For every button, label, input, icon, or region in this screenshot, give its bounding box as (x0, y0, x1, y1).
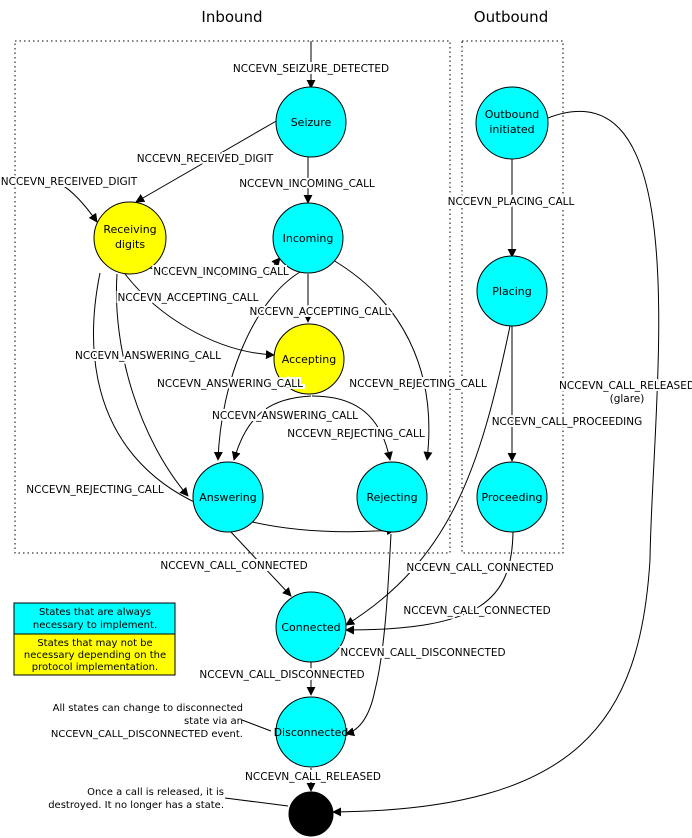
edge-released-note-pointer (224, 797, 289, 807)
label-accepting-call-1: NCCEVN_ACCEPTING_CALL (117, 292, 258, 304)
note-released-2: destroyed. It no longer has a state. (48, 800, 224, 811)
label-accepting-call-2: NCCEVN_ACCEPTING_CALL (249, 306, 390, 318)
state-seizure[interactable]: Seizure (275, 86, 347, 158)
edge-received-digit-self (59, 183, 98, 223)
label-incoming-call-2: NCCEVN_INCOMING_CALL (153, 266, 289, 278)
label-call-released-glare-2: (glare) (610, 393, 645, 405)
state-answering-label: Answering (199, 491, 257, 504)
state-proceeding-node (476, 461, 548, 533)
label-call-released: NCCEVN_CALL_RELEASED (245, 771, 381, 783)
edge-receiving-to-accepting (121, 269, 275, 360)
label-placing-call: NCCEVN_PLACING_CALL (448, 196, 575, 208)
state-receiving-digits[interactable]: Receiving digits (93, 201, 167, 275)
final-state-node (288, 791, 334, 837)
edge-receiving-to-answering (115, 273, 189, 497)
label-received-digit-1: NCCEVN_RECEIVED_DIGIT (137, 153, 274, 165)
outbound-title: Outbound (474, 8, 548, 26)
state-receiving-digits-label-2: digits (115, 238, 145, 251)
state-answering[interactable]: Answering (192, 461, 264, 533)
edge-disconnect-note-pointer (241, 719, 272, 732)
state-rejecting-node (356, 461, 428, 533)
label-call-disconnected-1: NCCEVN_CALL_DISCONNECTED (340, 647, 505, 659)
state-receiving-digits-label-1: Receiving (103, 223, 156, 236)
edge-seizure-to-receiving (135, 119, 279, 203)
inbound-title: Inbound (201, 8, 262, 26)
state-disconnected-node (275, 696, 347, 768)
edge-placing-to-connected (345, 325, 511, 626)
state-answering-node (192, 461, 264, 533)
edge-receiving-to-rejecting (93, 272, 396, 536)
legend-required-text-1: States that are always (39, 607, 151, 618)
label-answering-call-2: NCCEVN_ANSWERING_CALL (157, 378, 303, 390)
edge-proceeding-to-connected (345, 531, 514, 635)
note-disconnect-2: state via an (184, 716, 243, 727)
legend-optional-text-1: States that may not be (37, 638, 152, 649)
state-placing-node (476, 255, 548, 327)
label-rejecting-call-3: NCCEVN_REJECTING_CALL (26, 484, 164, 496)
state-placing[interactable]: Placing (476, 255, 548, 327)
legend-optional-text-3: protocol implementation. (32, 662, 158, 673)
state-placing-label: Placing (492, 285, 532, 298)
state-outbound-initiated-label-2: initiated (489, 123, 534, 136)
note-disconnect-3: NCCEVN_CALL_DISCONNECTED event. (51, 729, 243, 740)
state-incoming[interactable]: Incoming (272, 202, 344, 274)
state-seizure-label: Seizure (291, 116, 332, 129)
state-outbound-initiated[interactable]: Outbound initiated (475, 86, 549, 160)
label-call-disconnected-2: NCCEVN_CALL_DISCONNECTED (199, 669, 364, 681)
state-accepting[interactable]: Accepting (273, 323, 345, 395)
transitions (59, 41, 660, 817)
label-rejecting-call-2: NCCEVN_REJECTING_CALL (287, 428, 425, 440)
edge-accepting-to-answering (231, 395, 312, 461)
label-call-proceeding: NCCEVN_CALL_PROCEEDING (492, 416, 643, 428)
state-proceeding-label: Proceeding (481, 491, 542, 504)
note-released-1: Once a call is released, it is (87, 787, 224, 798)
state-connected[interactable]: Connected (275, 591, 347, 663)
label-call-released-glare-1: NCCEVN_CALL_RELEASED (559, 380, 692, 392)
state-connected-label: Connected (281, 621, 340, 634)
label-incoming-call-1: NCCEVN_INCOMING_CALL (239, 178, 375, 190)
edge-accepting-to-rejecting (311, 395, 393, 461)
state-outbound-initiated-node (475, 86, 549, 160)
outbound-frame (461, 40, 564, 554)
note-disconnect-1: All states can change to disconnected (53, 703, 243, 714)
label-received-digit-2: NCCEVN_RECEIVED_DIGIT (1, 176, 138, 188)
label-call-connected-2: NCCEVN_CALL_CONNECTED (406, 562, 553, 574)
label-rejecting-call-1: NCCEVN_REJECTING_CALL (349, 378, 487, 390)
edge-labels: NCCEVN_SEIZURE_DETECTED NCCEVN_RECEIVED_… (0, 61, 692, 785)
state-incoming-label: Incoming (283, 232, 334, 245)
edge-outbound-glare-release (332, 110, 660, 817)
edge-receiving-to-incoming (149, 257, 281, 277)
state-rejecting-label: Rejecting (366, 491, 417, 504)
edge-incoming-to-answering (213, 271, 301, 461)
state-rejecting[interactable]: Rejecting (356, 461, 428, 533)
label-answering-call-3: NCCEVN_ANSWERING_CALL (212, 410, 358, 422)
edge-answering-to-connected (229, 530, 292, 597)
state-accepting-label: Accepting (282, 353, 337, 366)
state-incoming-node (272, 202, 344, 274)
label-seizure-detected: NCCEVN_SEIZURE_DETECTED (233, 63, 389, 75)
state-disconnected[interactable]: Disconnected (274, 696, 349, 768)
edge-rejecting-to-disconnected (345, 533, 392, 737)
notes: All states can change to disconnected st… (48, 703, 243, 811)
label-answering-call-1: NCCEVN_ANSWERING_CALL (75, 350, 221, 362)
state-receiving-digits-node (93, 201, 167, 275)
state-connected-node (275, 591, 347, 663)
label-call-connected-1: NCCEVN_CALL_CONNECTED (160, 560, 307, 572)
legend-optional-text-2: necessary depending on the (24, 650, 166, 661)
inbound-frame (14, 40, 451, 554)
state-disconnected-label: Disconnected (274, 726, 349, 739)
label-call-connected-3: NCCEVN_CALL_CONNECTED (403, 605, 550, 617)
legend-optional-swatch (13, 633, 176, 676)
edge-incoming-to-rejecting (332, 259, 433, 461)
state-seizure-node (275, 86, 347, 158)
legend-required-text-2: necessary to implement. (33, 620, 157, 631)
state-accepting-node (273, 323, 345, 395)
state-proceeding[interactable]: Proceeding (476, 461, 548, 533)
state-outbound-initiated-label-1: Outbound (485, 108, 540, 121)
legend: States that are always necessary to impl… (13, 602, 176, 676)
